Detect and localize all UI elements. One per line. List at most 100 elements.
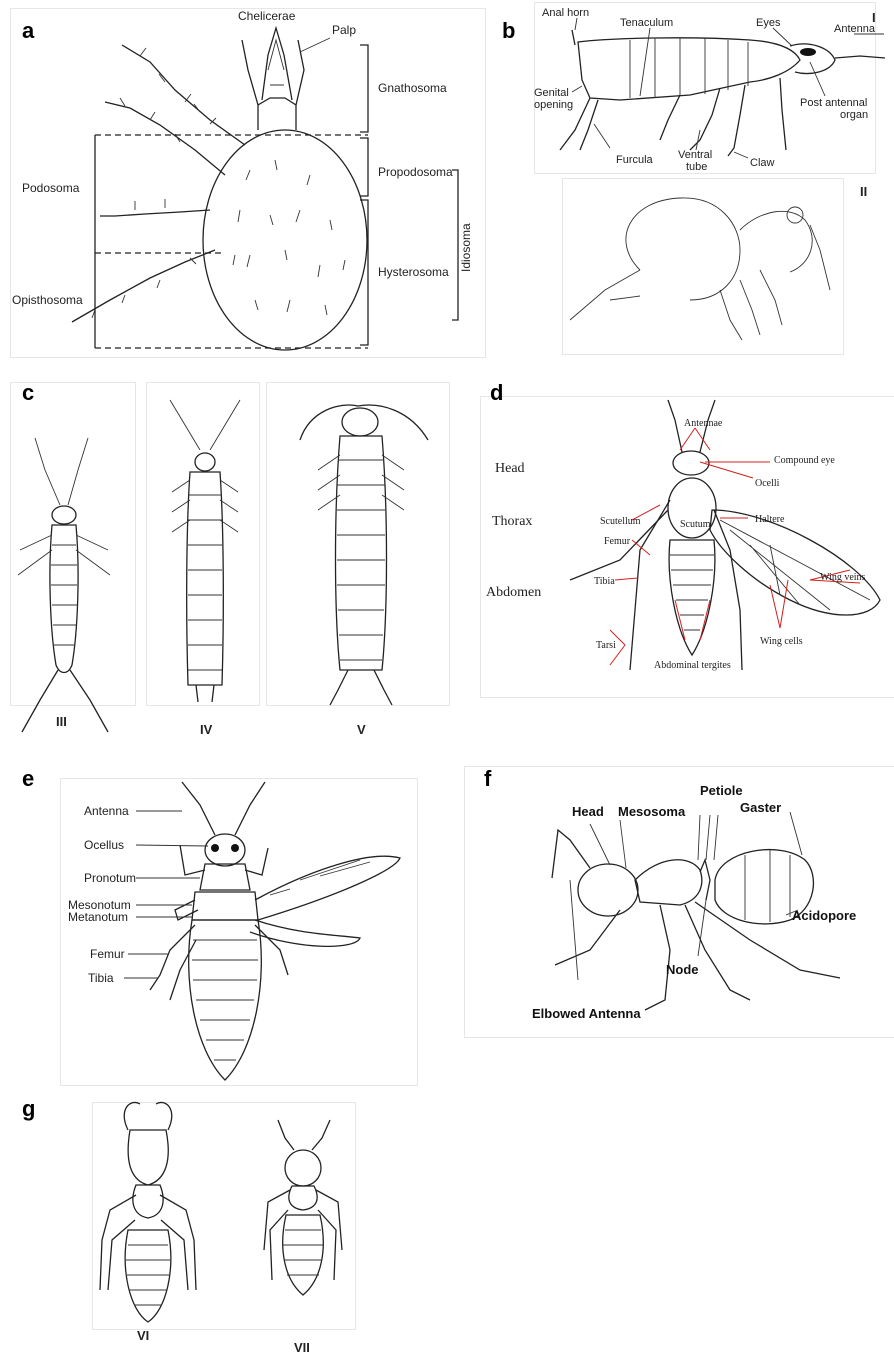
globular-springtail-furcula xyxy=(570,270,640,320)
springtail-eye xyxy=(800,48,816,56)
numeral-iii: III xyxy=(56,714,67,729)
mite-idiosoma-body xyxy=(203,130,367,350)
label-palp: Palp xyxy=(332,23,356,37)
ant-mesosoma xyxy=(635,860,702,905)
springtail-antenna xyxy=(835,56,885,58)
region-abdomen: Abdomen xyxy=(486,585,541,600)
label-wing-veins: Wing veins xyxy=(820,572,866,583)
label-claw: Claw xyxy=(750,157,775,169)
ant-elbowed-antenna xyxy=(552,830,590,878)
label-genital-opening-2: opening xyxy=(534,99,573,111)
springtail-head xyxy=(790,44,835,74)
label-antenna: Antenna xyxy=(84,804,129,818)
thrips-hindwing xyxy=(250,920,360,946)
ant-diagram: f Petiole Head Mesosoma Gaster Acidopore… xyxy=(460,760,894,1040)
ant-leaders xyxy=(570,812,802,980)
label-scutum: Scutum xyxy=(680,519,711,530)
panel-b: b I II Anal horn Tenaculum Eyes Antenna … xyxy=(490,0,894,360)
specimen-iii xyxy=(18,438,110,732)
label-antenna: Antenna xyxy=(834,23,876,35)
label-podosoma: Podosoma xyxy=(22,181,80,195)
anal-horn-shape xyxy=(572,30,575,45)
numeral-v: V xyxy=(357,722,366,737)
label-scutellum: Scutellum xyxy=(600,516,641,527)
panel-e-letter: e xyxy=(22,766,34,791)
thrips-mesonotum xyxy=(192,892,258,920)
thrips-forewing xyxy=(255,856,400,920)
panel-c: c III IV V xyxy=(0,370,460,750)
thrips-head xyxy=(205,834,245,866)
fly-diagram: d Head Thorax Abdomen Antennae Compound … xyxy=(470,370,894,710)
termite-diagrams: g VI VII xyxy=(0,1090,460,1357)
mite-gnathosoma xyxy=(258,98,296,130)
globular-springtail-body xyxy=(626,198,740,300)
label-post-antennal-1: Post antennal xyxy=(800,97,867,109)
specimen-iv xyxy=(170,400,240,702)
panel-g: g VI VII xyxy=(0,1090,460,1357)
mite-diagram: a Chelicerae Pa xyxy=(0,0,490,360)
panel-e: e Antenna Ocellus Pronotum Mesono xyxy=(0,760,440,1090)
label-metanotum: Metanotum xyxy=(68,910,128,924)
thrips-diagram: e Antenna Ocellus Pronotum Mesono xyxy=(0,760,440,1090)
label-hysterosoma: Hysterosoma xyxy=(378,265,449,279)
mite-chelicerae-shape xyxy=(262,28,292,100)
panel-b-roman-ii: II xyxy=(860,184,867,199)
label-gnathosoma: Gnathosoma xyxy=(378,81,447,95)
fly-abdomen xyxy=(669,540,715,655)
label-ocellus: Ocellus xyxy=(84,838,124,852)
label-pronotum: Pronotum xyxy=(84,871,136,885)
label-post-antennal-2: organ xyxy=(840,109,868,121)
label-ventral-tube-1: Ventral xyxy=(678,149,712,161)
label-wing-cells: Wing cells xyxy=(760,636,803,647)
label-head: Head xyxy=(572,804,604,819)
label-elbowed-antenna: Elbowed Antenna xyxy=(532,1006,641,1021)
specimen-v xyxy=(300,405,428,705)
label-eyes: Eyes xyxy=(756,17,781,29)
panel-d: d Head Thorax Abdomen Antennae Compound … xyxy=(470,370,894,710)
label-chelicerae: Chelicerae xyxy=(238,9,296,23)
label-furcula: Furcula xyxy=(616,154,654,166)
panel-d-letter: d xyxy=(490,380,503,405)
label-femur: Femur xyxy=(604,536,631,547)
mite-body-setae xyxy=(233,160,345,315)
thrips-leaders xyxy=(124,811,208,978)
springtail-diagram: b I II Anal horn Tenaculum Eyes Antenna … xyxy=(490,0,894,360)
label-idiosoma: Idiosoma xyxy=(459,223,473,272)
label-acidopore: Acidopore xyxy=(792,908,856,923)
label-ventral-tube-2: tube xyxy=(686,161,707,173)
numeral-iv: IV xyxy=(200,722,213,737)
panel-a: a Chelicerae Pa xyxy=(0,0,490,360)
springtail-legs xyxy=(660,78,786,156)
panel-f-letter: f xyxy=(484,766,492,791)
ant-head xyxy=(578,864,638,916)
gnathosoma-bracket xyxy=(360,45,368,132)
bristletail-diagrams: c III IV V xyxy=(0,370,460,750)
numeral-vii: VII xyxy=(294,1340,310,1355)
label-haltere: Haltere xyxy=(755,514,785,525)
panel-c-letter: c xyxy=(22,380,34,405)
thrips-pronotum xyxy=(200,864,250,890)
panel-g-letter: g xyxy=(22,1096,35,1121)
label-propodosoma: Propodosoma xyxy=(378,165,453,179)
label-tibia: Tibia xyxy=(594,576,615,587)
label-mesosoma: Mesosoma xyxy=(618,804,686,819)
thrips-legs xyxy=(150,845,288,1000)
region-head: Head xyxy=(495,461,525,476)
specimen-vi xyxy=(100,1102,196,1322)
label-tenaculum: Tenaculum xyxy=(620,17,673,29)
idiosoma-bracket xyxy=(452,170,458,320)
numeral-vi: VI xyxy=(137,1328,149,1343)
label-compound-eye: Compound eye xyxy=(774,455,835,466)
propodosoma-bracket xyxy=(360,138,368,196)
label-gaster: Gaster xyxy=(740,800,781,815)
region-thorax: Thorax xyxy=(492,514,532,529)
label-tibia: Tibia xyxy=(88,971,114,985)
springtail-body xyxy=(578,38,800,100)
label-tarsi: Tarsi xyxy=(596,640,616,651)
panel-a-letter: a xyxy=(22,18,35,43)
thrips-antennae xyxy=(182,782,265,835)
label-femur: Femur xyxy=(90,947,125,961)
label-ocelli: Ocelli xyxy=(755,478,780,489)
mite-legs xyxy=(72,45,245,322)
label-anal-horn: Anal horn xyxy=(542,7,589,19)
